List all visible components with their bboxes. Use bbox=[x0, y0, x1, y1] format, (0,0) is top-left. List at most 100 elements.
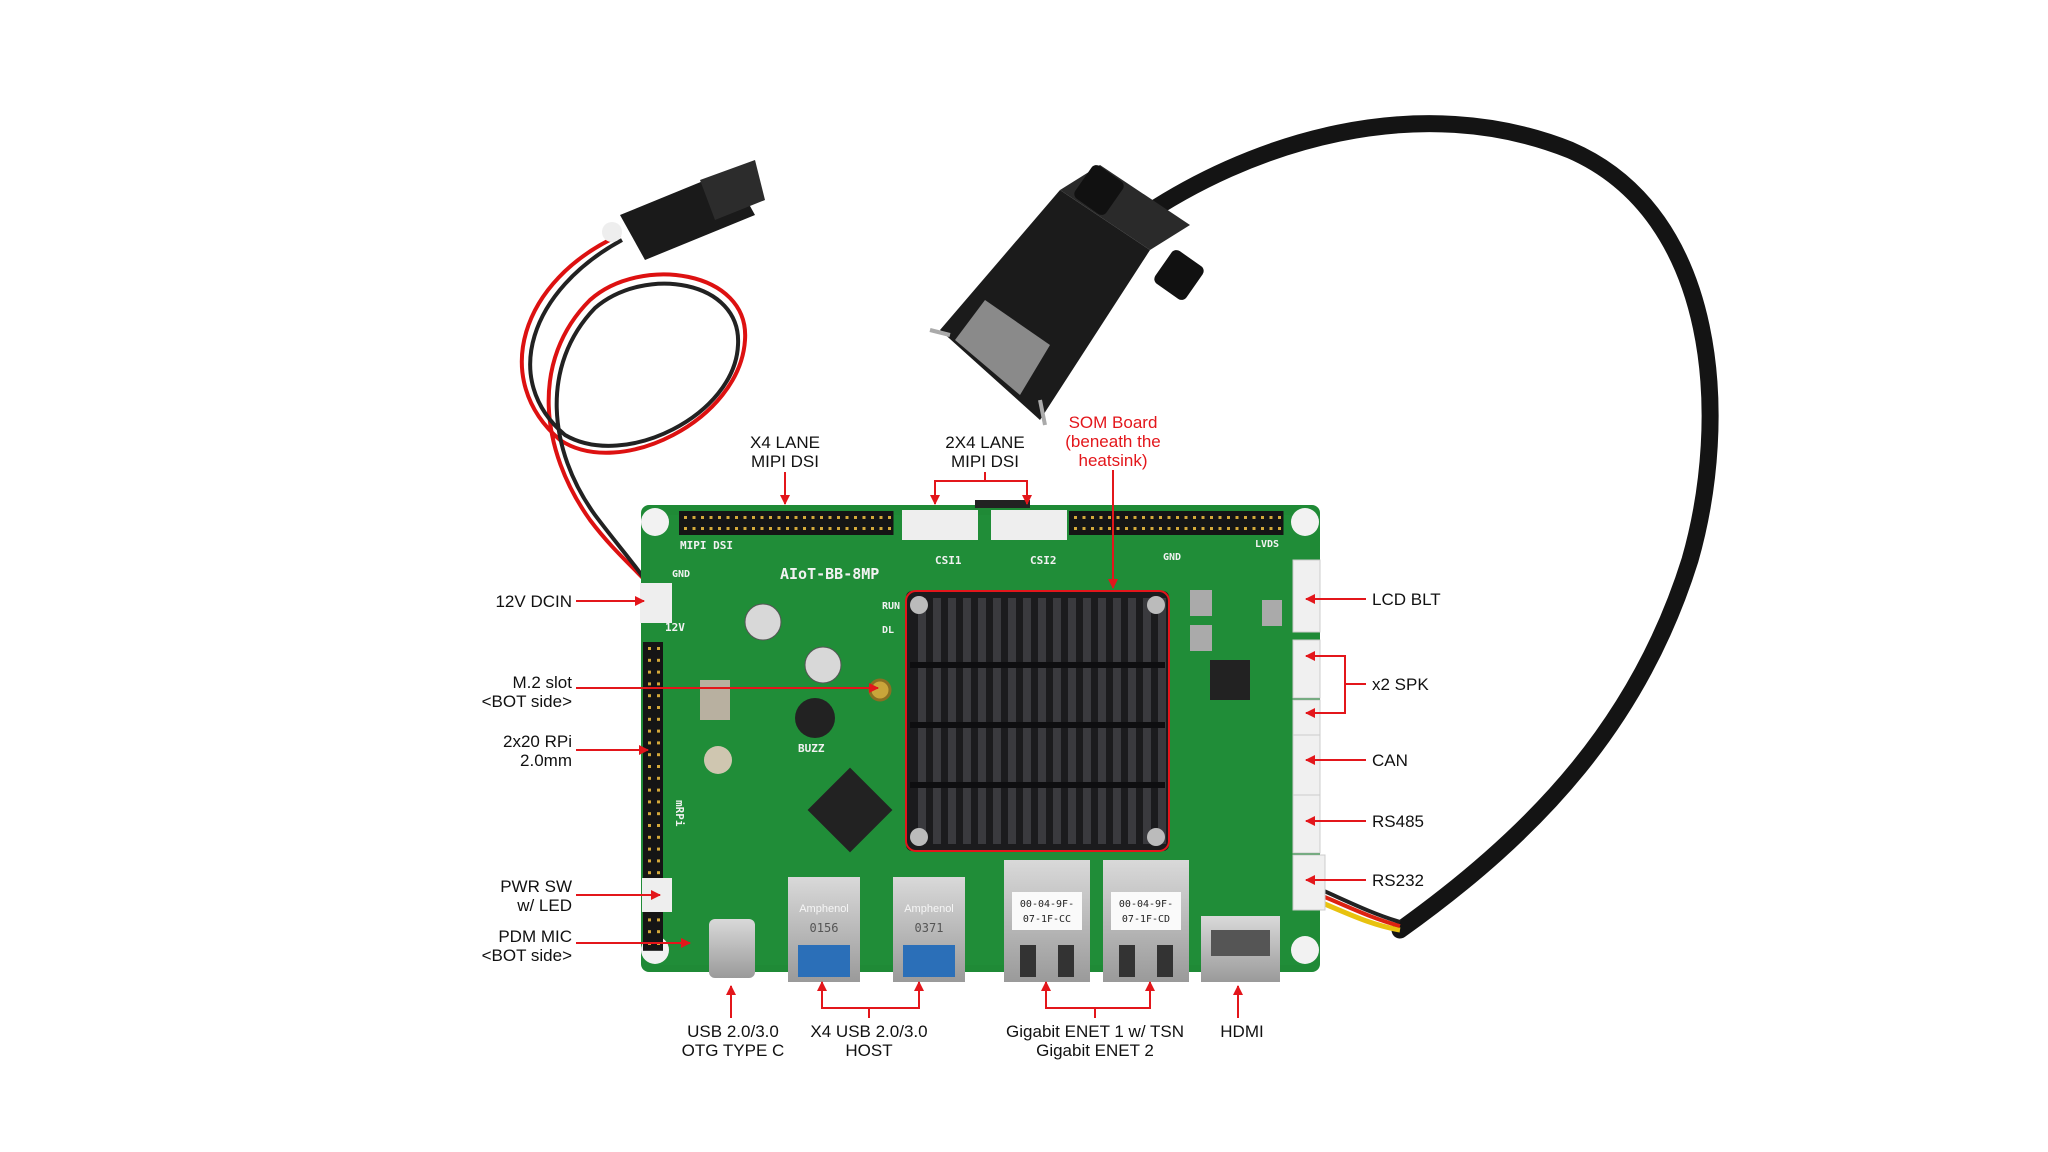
header-pin bbox=[648, 658, 651, 662]
header-pin bbox=[648, 918, 651, 922]
header-pin bbox=[837, 527, 840, 530]
header-pin bbox=[1201, 527, 1205, 530]
silk-buzz: BUZZ bbox=[798, 742, 825, 755]
header-pin bbox=[648, 835, 651, 839]
header-pin bbox=[1278, 516, 1281, 519]
header-pin bbox=[760, 516, 764, 519]
label-enet-1: Gigabit ENET 1 w/ TSN bbox=[1006, 1022, 1184, 1041]
arrow-spk-1 bbox=[1305, 651, 1366, 685]
arrow-usb-2 bbox=[869, 981, 924, 1009]
csi2-fpc-connector bbox=[991, 510, 1067, 540]
header-pin bbox=[657, 918, 660, 922]
header-pin bbox=[648, 765, 651, 768]
header-pin bbox=[769, 516, 772, 519]
header-pin bbox=[1142, 527, 1145, 530]
label-som: SOM Board bbox=[1069, 413, 1158, 432]
heatsink-fin bbox=[1113, 598, 1121, 844]
heatsink-fin bbox=[1083, 598, 1091, 844]
usb1-brand: Amphenol bbox=[799, 903, 849, 915]
usb-a-port-2: Amphenol 0371 bbox=[893, 877, 965, 982]
header-pin bbox=[794, 527, 798, 530]
silk-dl: DL bbox=[882, 625, 894, 636]
dcin-connector bbox=[640, 583, 672, 623]
header-pin bbox=[701, 516, 704, 519]
arrow-csi2 bbox=[985, 480, 1032, 505]
inductor bbox=[700, 680, 730, 720]
header-pin bbox=[657, 859, 660, 863]
header-pin bbox=[1193, 516, 1196, 519]
header-pin bbox=[888, 516, 891, 519]
header-pin bbox=[752, 516, 755, 519]
header-pin bbox=[871, 527, 874, 530]
arrow-usb-1 bbox=[817, 981, 870, 1018]
header-pin bbox=[692, 516, 696, 519]
header-pin bbox=[648, 694, 651, 698]
header-pin bbox=[692, 527, 696, 530]
m2-standoff bbox=[868, 678, 892, 702]
header-pin bbox=[1269, 527, 1273, 530]
label-hdmi: HDMI bbox=[1220, 1022, 1263, 1041]
header-pin bbox=[648, 729, 651, 733]
label-2x4-lane: 2X4 LANE bbox=[945, 433, 1024, 452]
header-pin bbox=[718, 527, 721, 530]
header-pin bbox=[657, 788, 660, 792]
header-pin bbox=[777, 527, 781, 530]
header-pin bbox=[794, 516, 798, 519]
header-pin bbox=[1252, 527, 1256, 530]
header-pin bbox=[1074, 516, 1077, 519]
heatsink-fin bbox=[1053, 598, 1061, 844]
arrow-csi1 bbox=[930, 472, 986, 505]
header-pin bbox=[657, 658, 660, 662]
usb-a-port-1: Amphenol 0156 bbox=[788, 877, 860, 982]
header-pin bbox=[657, 706, 660, 709]
header-pin bbox=[743, 527, 747, 530]
label-usb-host-2: HOST bbox=[845, 1041, 892, 1060]
header-pin bbox=[718, 516, 721, 519]
header-pin bbox=[648, 647, 651, 650]
heatsink-fin bbox=[1128, 598, 1136, 844]
header-pin bbox=[1244, 516, 1247, 519]
header-pin bbox=[1252, 516, 1256, 519]
header-pin bbox=[1125, 516, 1128, 519]
heatsink-fin bbox=[1068, 598, 1076, 844]
header-pin bbox=[648, 776, 651, 780]
header-pin bbox=[1099, 527, 1103, 530]
mipi-dsi-header bbox=[679, 511, 894, 535]
header-pin bbox=[1074, 527, 1077, 530]
header-pin bbox=[811, 516, 815, 519]
som-outline bbox=[905, 590, 1170, 852]
heatsink-fin bbox=[963, 598, 971, 844]
header-pin bbox=[845, 527, 849, 530]
header-pin bbox=[648, 859, 651, 863]
header-pin bbox=[1082, 516, 1086, 519]
header-pin bbox=[1184, 527, 1188, 530]
label-som-2: (beneath the bbox=[1065, 432, 1160, 451]
silk-mipi-dsi: MIPI DSI bbox=[680, 539, 733, 552]
header-pin bbox=[648, 812, 651, 816]
header-pin bbox=[1082, 527, 1086, 530]
header-pin bbox=[828, 527, 832, 530]
header-pin bbox=[1184, 516, 1188, 519]
header-pin bbox=[657, 682, 660, 686]
header-pin bbox=[709, 516, 713, 519]
capacitor bbox=[1190, 590, 1212, 616]
capacitor bbox=[1262, 600, 1282, 626]
header-pin bbox=[1227, 516, 1230, 519]
silk-rpi: mRPi bbox=[673, 800, 686, 827]
header-pin bbox=[854, 527, 857, 530]
header-pin bbox=[648, 682, 651, 686]
label-m2-slot: M.2 slot bbox=[512, 673, 572, 692]
heatsink bbox=[906, 591, 1169, 851]
silk-csi2: CSI2 bbox=[1030, 554, 1057, 567]
label-2x4-lane-mipi: MIPI DSI bbox=[951, 452, 1019, 471]
header-pin bbox=[657, 670, 660, 674]
header-pin bbox=[1235, 516, 1239, 519]
header-pin bbox=[735, 527, 738, 530]
usb-c-port bbox=[709, 919, 755, 978]
label-otg-type-c: OTG TYPE C bbox=[682, 1041, 785, 1060]
header-pin bbox=[837, 516, 840, 519]
header-pin bbox=[752, 527, 755, 530]
silk-run: RUN bbox=[882, 601, 900, 612]
label-pwr-led: w/ LED bbox=[516, 896, 572, 915]
header-pin bbox=[648, 800, 651, 804]
